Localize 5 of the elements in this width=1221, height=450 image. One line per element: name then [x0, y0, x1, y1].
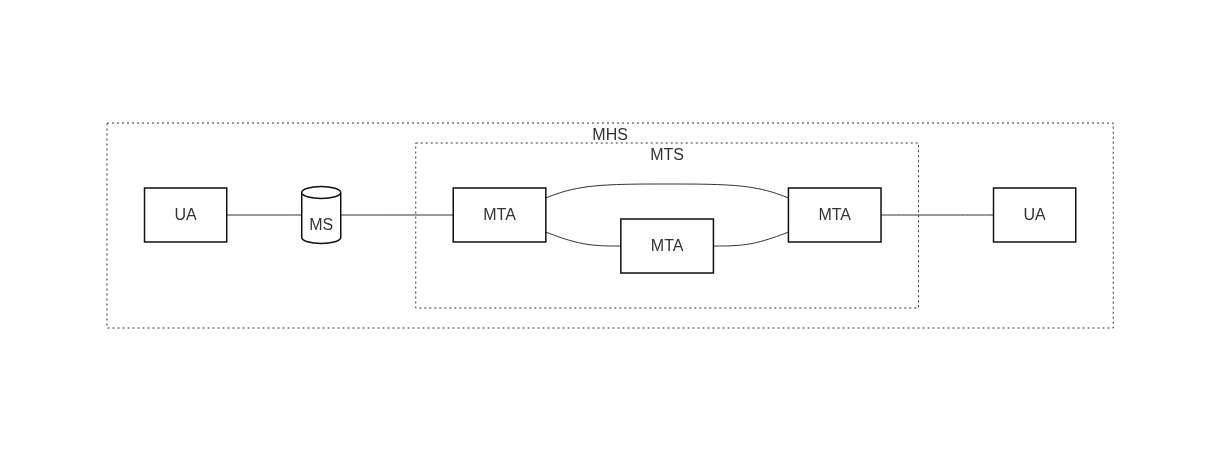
node-box: MTA	[788, 186, 883, 243]
node-box: UA	[144, 186, 228, 243]
node-box: MTA	[452, 186, 547, 243]
node-box: UA	[993, 186, 1077, 243]
node-box: MTA	[620, 217, 715, 274]
